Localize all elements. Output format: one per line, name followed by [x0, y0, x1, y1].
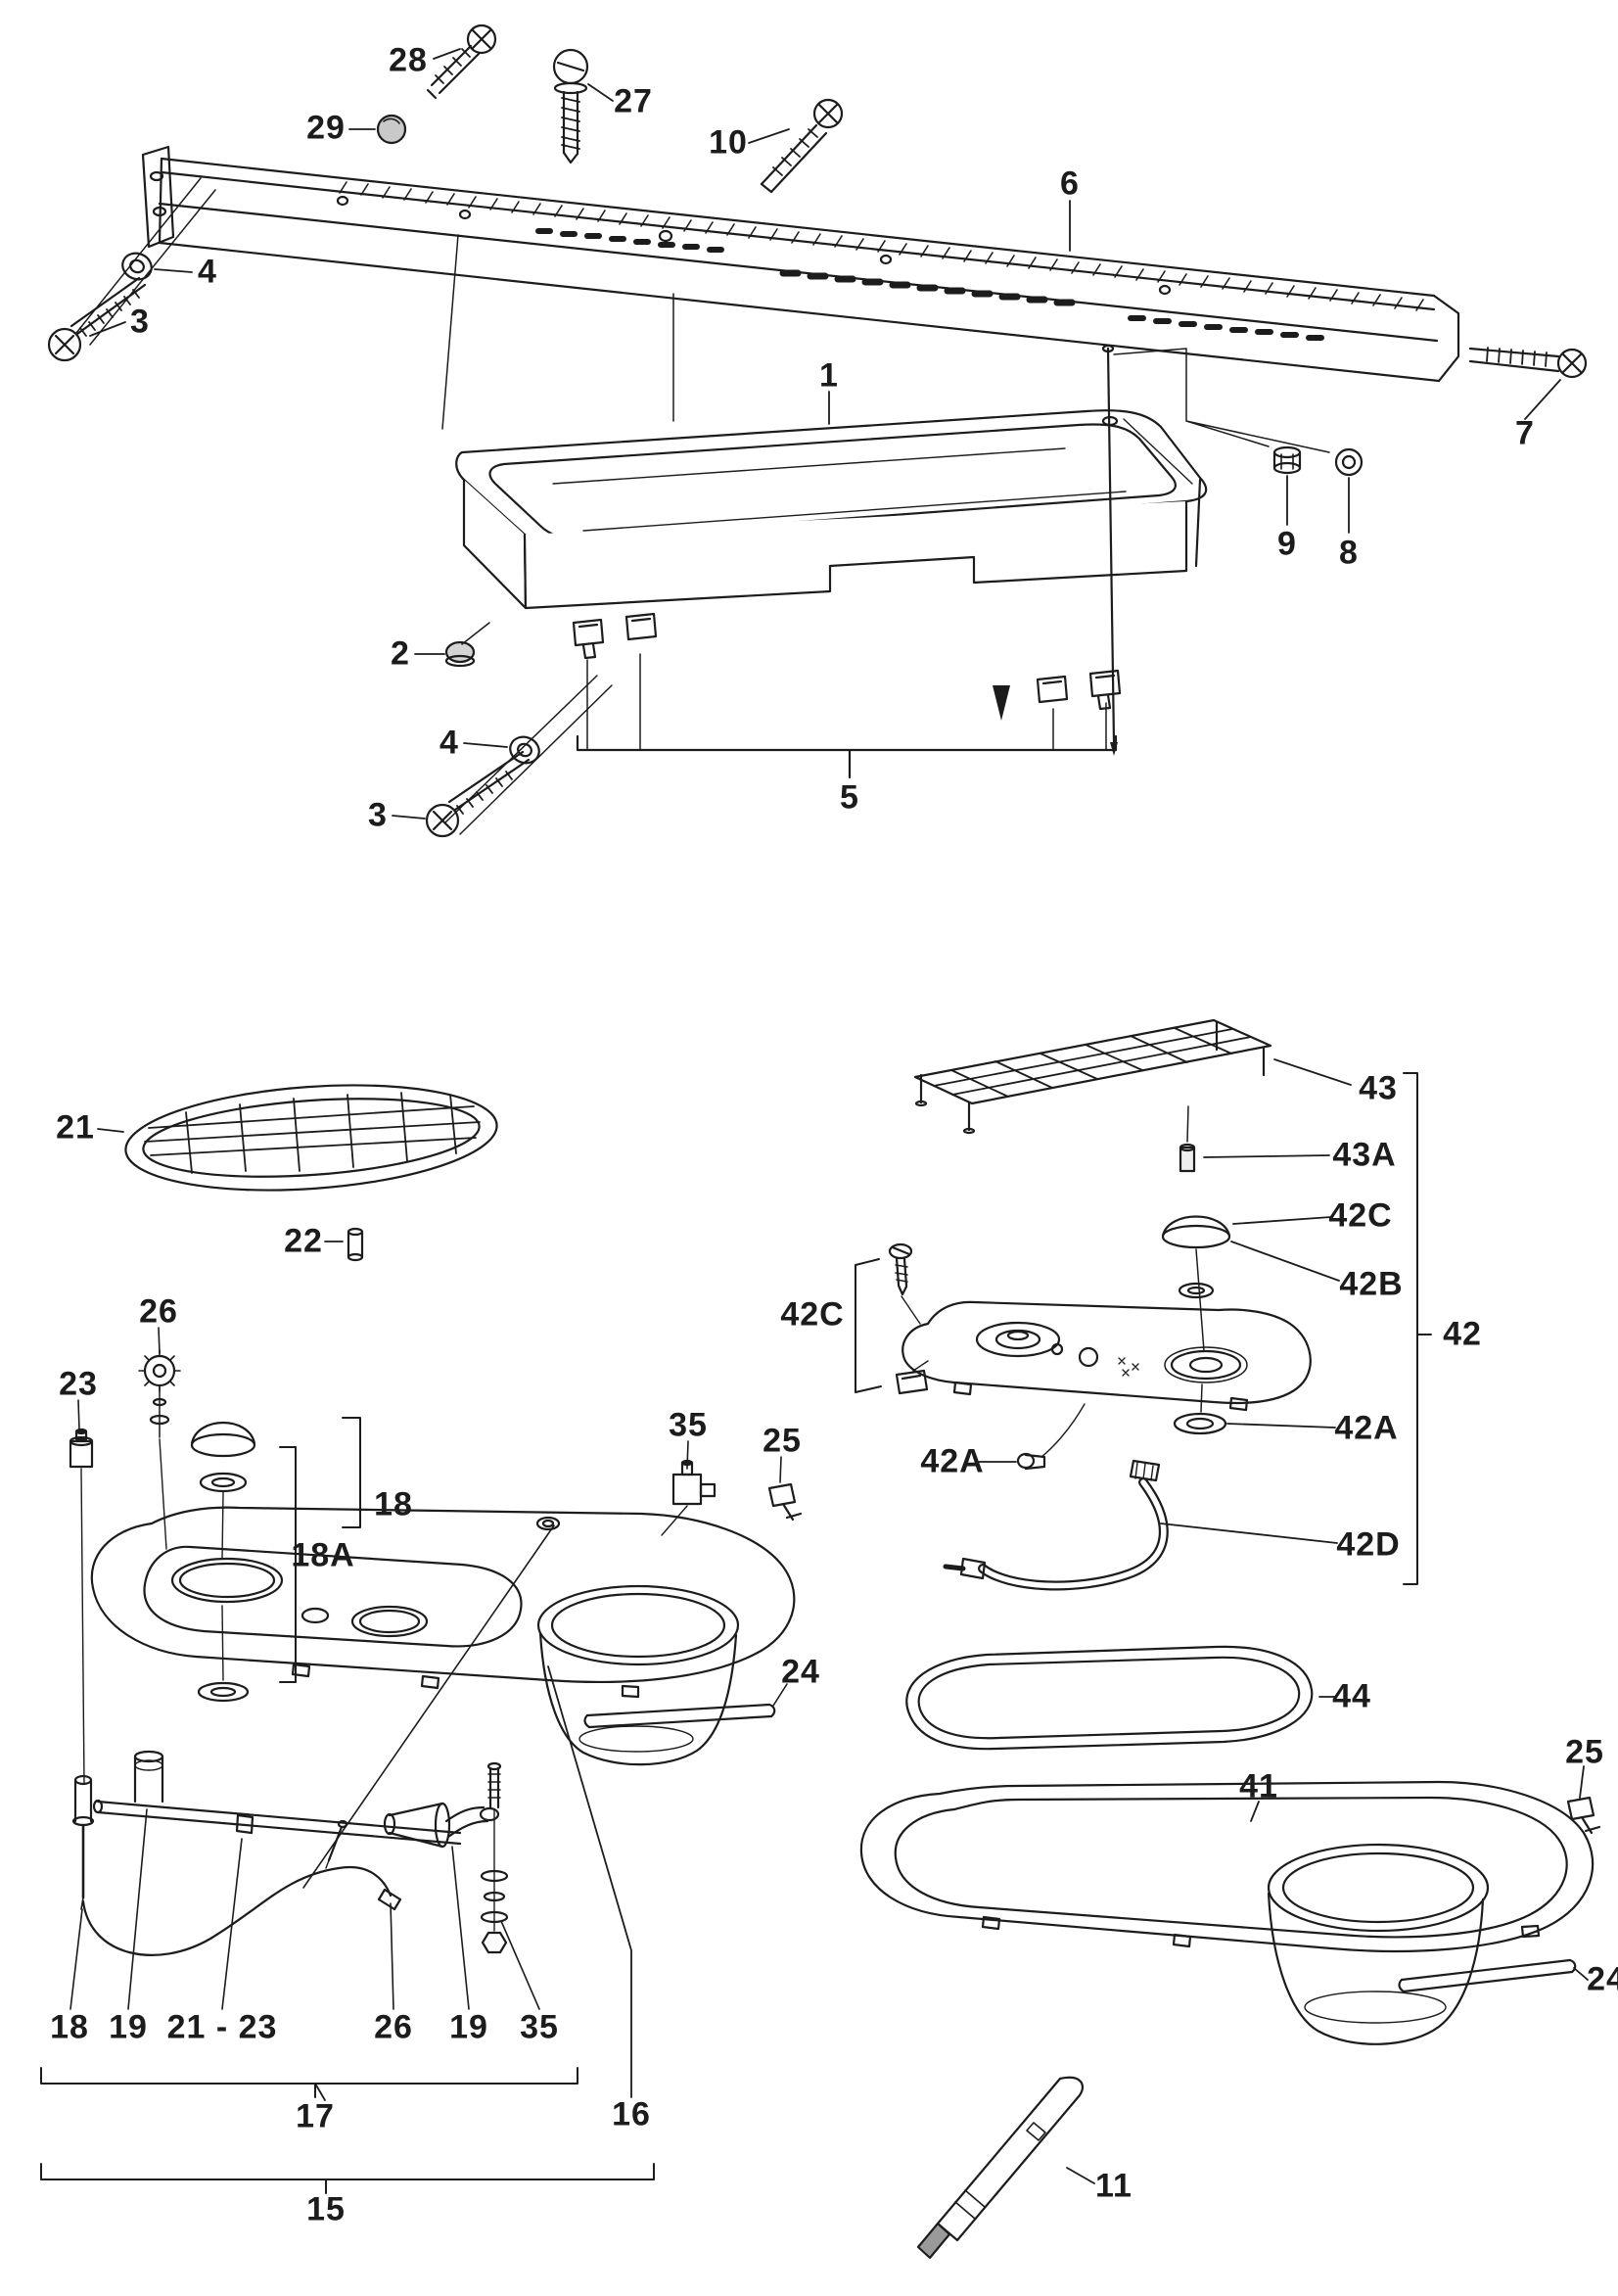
igniter-electrode	[71, 1774, 95, 1910]
cap-29	[376, 114, 407, 145]
cooktop-42	[901, 1300, 1312, 1412]
gas-lighter-11	[916, 2076, 1085, 2260]
seal-44	[905, 1645, 1314, 1751]
part-23	[69, 1428, 94, 1785]
leader-lines-misc	[461, 622, 490, 645]
leader-lines-42	[978, 1058, 1352, 1544]
gas-hose-42d	[943, 1459, 1169, 1591]
washer-4a	[121, 252, 153, 281]
hinge-pin	[1101, 344, 1330, 756]
rail-rod-24-right	[1398, 1958, 1577, 1993]
sink-bowl-right	[1267, 1843, 1490, 2045]
grate-43	[913, 1018, 1272, 1135]
cooktop-16	[90, 1506, 796, 1766]
screw-3a	[47, 276, 147, 362]
knob-26	[138, 1349, 181, 1550]
brace-15	[40, 2163, 655, 2194]
screw-27	[552, 48, 589, 164]
screw-42c	[888, 1242, 921, 1325]
burner-cap-42b	[1161, 1215, 1231, 1352]
grate-21	[97, 1084, 498, 1192]
pin-43a	[1179, 1105, 1196, 1173]
washer-8	[1334, 447, 1364, 477]
clip-25-right	[1566, 1796, 1601, 1835]
screw-7	[1468, 347, 1588, 379]
leader-lines-top	[89, 48, 1561, 820]
screw-3b	[425, 750, 531, 838]
bracket-18	[279, 1417, 361, 1683]
nut-9	[1272, 445, 1302, 475]
bracket-42-group	[855, 1072, 1432, 1585]
screw-10	[760, 98, 844, 194]
pin-22	[324, 1227, 364, 1262]
washer-4b	[509, 735, 540, 765]
screw-28	[426, 23, 497, 100]
mounting-rail	[141, 145, 1460, 383]
rail-rod-24-left	[583, 1703, 776, 1729]
brace-17	[40, 2067, 578, 2098]
tray	[455, 409, 1208, 610]
burner-manifold-17	[71, 1750, 509, 1956]
cap-2	[444, 640, 476, 668]
leader-lines-lower-right	[314, 1696, 1589, 2184]
clip-42c	[895, 1360, 929, 1395]
leader-lines-lower-left	[69, 1327, 788, 2098]
rail-end-bracket	[141, 145, 175, 249]
plug-42a	[1016, 1403, 1086, 1471]
clip-25-left	[767, 1482, 803, 1522]
washer-ring-42a	[1173, 1383, 1227, 1435]
sink-top-41	[859, 1780, 1595, 2045]
burner-cap-18	[190, 1422, 256, 1703]
igniter-wire	[81, 1865, 393, 1956]
clip-set-5	[572, 612, 1122, 779]
